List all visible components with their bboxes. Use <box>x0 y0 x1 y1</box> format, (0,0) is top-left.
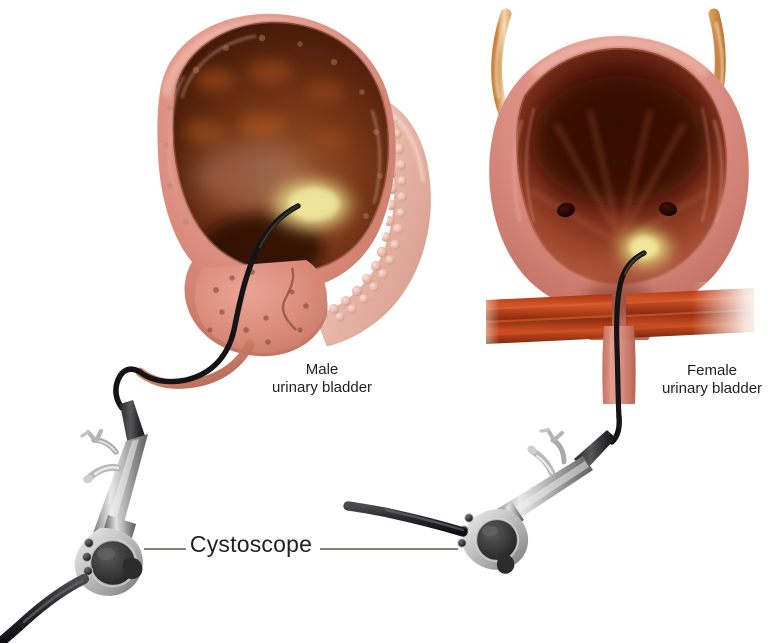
bladder-wall-rugae <box>167 34 382 205</box>
male-scope-cable <box>137 203 301 385</box>
label-female-urinary-bladder: Female urinary bladder <box>661 362 763 398</box>
left-scope-buttons[interactable] <box>81 537 95 577</box>
right-scope-light-cable <box>343 501 468 537</box>
right-scope-head[interactable] <box>457 509 529 574</box>
left-scope-tip <box>120 400 146 445</box>
cystoscope-left[interactable] <box>0 366 148 643</box>
left-scope-light-cable <box>0 574 89 643</box>
label-male-urinary-bladder: Male urinary bladder <box>271 361 373 397</box>
bladder-wall-speckles <box>162 34 383 226</box>
left-scope-head[interactable] <box>74 527 143 596</box>
pelvic-floor-muscles <box>470 282 768 350</box>
ureteric-orifice-left <box>557 202 575 218</box>
female-bladder-group <box>470 0 768 421</box>
ureteric-orifice-right <box>659 201 677 217</box>
male-bladder-group <box>135 13 432 389</box>
prostate-body <box>194 260 328 353</box>
cystoscope-right[interactable] <box>343 413 622 574</box>
female-wall-rugae <box>512 107 724 223</box>
left-scope-insertion-cable <box>113 366 143 411</box>
right-scope-wheel-lever[interactable] <box>496 553 515 574</box>
right-scope-valve-ports[interactable] <box>526 428 567 477</box>
prostate-speckles <box>207 269 309 345</box>
left-scope-valve-ports[interactable] <box>80 428 122 484</box>
label-cystoscope: Cystoscope <box>189 531 313 557</box>
left-scope-wheel-lever[interactable] <box>122 558 143 580</box>
